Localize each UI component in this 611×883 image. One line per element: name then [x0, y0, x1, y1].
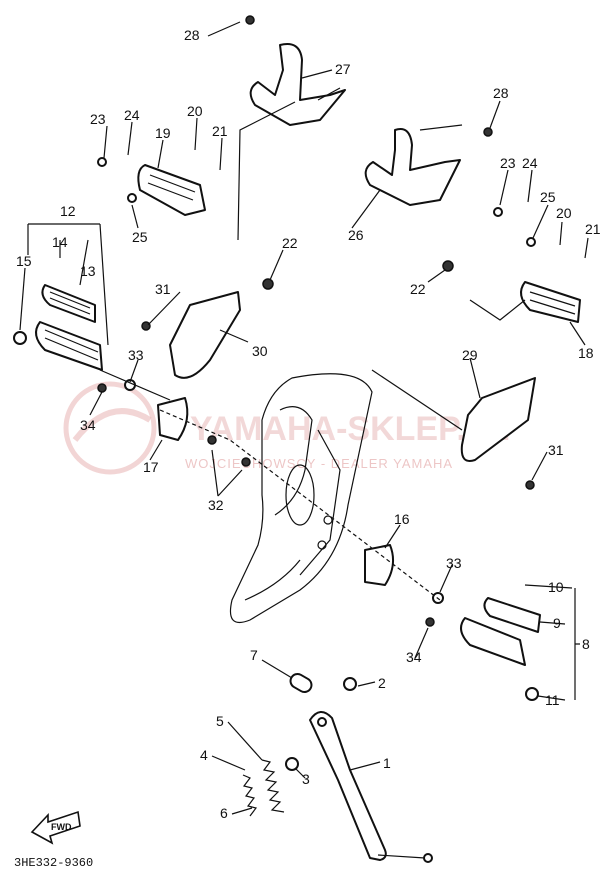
callout-2: 2: [378, 675, 386, 691]
forward-arrow-icon: FWD: [30, 810, 81, 845]
callout-21b: 21: [585, 221, 601, 237]
callout-17: 17: [143, 459, 159, 475]
callout-20a: 20: [187, 103, 203, 119]
callout-26: 26: [348, 227, 364, 243]
callout-21a: 21: [212, 123, 228, 139]
callouts: 1 2 3 4 5 6 7 8 9 10 11 12 13 14 15 16 1…: [16, 27, 601, 821]
callout-7: 7: [250, 647, 258, 663]
spring-5: [261, 759, 285, 813]
callout-4: 4: [200, 747, 208, 763]
callout-33b: 33: [446, 555, 462, 571]
bracket-16: [364, 544, 395, 586]
callout-13: 13: [80, 263, 96, 279]
callout-31a: 31: [155, 281, 171, 297]
callout-10: 10: [548, 579, 564, 595]
callout-22b: 22: [410, 281, 426, 297]
callout-22a: 22: [282, 235, 298, 251]
callout-25b: 25: [540, 189, 556, 205]
bracket-17: [157, 397, 189, 441]
spring-6: [242, 774, 258, 817]
callout-6: 6: [220, 805, 228, 821]
forward-label: FWD: [51, 822, 72, 832]
callout-23a: 23: [90, 111, 106, 127]
callout-16: 16: [394, 511, 410, 527]
footpeg-9: [483, 597, 541, 633]
callout-27: 27: [335, 61, 351, 77]
watermark-logo-icon: [63, 381, 157, 475]
callout-31b: 31: [548, 442, 564, 458]
bracket-26: [364, 128, 461, 206]
callout-9: 9: [553, 615, 561, 631]
callout-12: 12: [60, 203, 76, 219]
callout-1: 1: [383, 755, 391, 771]
callout-15: 15: [16, 253, 32, 269]
footpeg-19: [137, 164, 206, 216]
callout-14: 14: [52, 234, 68, 250]
callout-23b: 23: [500, 155, 516, 171]
callout-24b: 24: [522, 155, 538, 171]
heel-guard-29: [460, 377, 536, 462]
callout-5: 5: [216, 713, 224, 729]
footpeg-13: [41, 284, 96, 323]
watermark-brand: YAMAHA-SKLEP.PL: [190, 410, 509, 448]
callout-34a: 34: [80, 417, 96, 433]
watermark-logo-swoosh-icon: [72, 408, 152, 442]
footpeg-12: [13, 321, 103, 371]
callout-32: 32: [208, 497, 224, 513]
callout-34b: 34: [406, 649, 422, 665]
callout-28a: 28: [184, 27, 200, 43]
diagram-code: 3HE332-9360: [14, 856, 93, 870]
heel-guard-30: [169, 291, 241, 379]
callout-33a: 33: [128, 347, 144, 363]
callout-25a: 25: [132, 229, 148, 245]
callout-19: 19: [155, 125, 171, 141]
footpeg-8: [460, 617, 539, 701]
callout-18: 18: [578, 345, 594, 361]
callout-29: 29: [462, 347, 478, 363]
leader-lines: [19, 21, 589, 815]
bracket-27: [249, 43, 346, 126]
frame-outline: [229, 373, 373, 624]
callout-3: 3: [302, 771, 310, 787]
watermark-tagline: WOJCIECHOWSCY - DEALER YAMAHA: [185, 456, 453, 471]
callout-8: 8: [582, 636, 590, 652]
callout-20b: 20: [556, 205, 572, 221]
footpeg-18: [520, 281, 581, 323]
callout-24a: 24: [124, 107, 140, 123]
sidestand-1: [309, 711, 433, 863]
callout-28b: 28: [493, 85, 509, 101]
watermark: YAMAHA-SKLEP.PL WOJCIECHOWSCY - DEALER Y…: [63, 381, 509, 475]
callout-11: 11: [545, 692, 560, 708]
callout-30: 30: [252, 343, 268, 359]
